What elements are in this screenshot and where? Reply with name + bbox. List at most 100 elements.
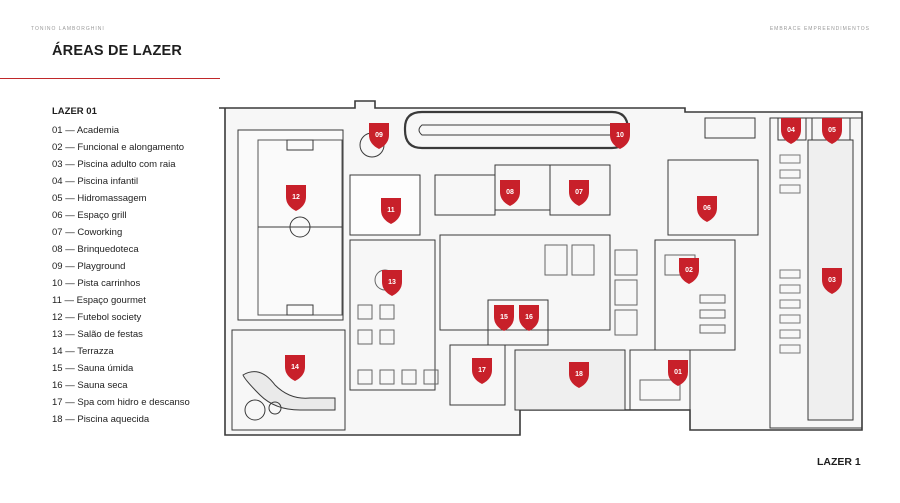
legend-item: 18 — Piscina aquecida <box>52 414 150 425</box>
marker-label: 01 <box>674 369 682 376</box>
legend-item: 05 — Hidromassagem <box>52 193 147 204</box>
page-title: ÁREAS DE LAZER <box>52 43 183 59</box>
legend-item: 03 — Piscina adulto com raia <box>52 159 176 170</box>
legend-item: 12 — Futebol society <box>52 312 142 323</box>
marker-15-icon[interactable]: 15 <box>494 305 514 331</box>
marker-label: 11 <box>387 207 395 214</box>
legend-item: 14 — Terrazza <box>52 346 114 357</box>
legend-item-label: Piscina adulto com raia <box>77 159 176 170</box>
legend-item-label: Salão de festas <box>77 329 143 340</box>
legend-item-label: Funcional e alongamento <box>77 142 185 153</box>
marker-label: 16 <box>525 314 533 321</box>
legend-item-label: Hidromassagem <box>77 193 147 204</box>
legend-item-number: 09 <box>52 261 63 272</box>
room-party <box>349 239 436 391</box>
legend-item-number: 08 <box>52 244 63 255</box>
marker-13-icon[interactable]: 13 <box>382 270 402 296</box>
legend-item-label: Coworking <box>77 227 123 238</box>
legend-item-number: 15 <box>52 363 63 374</box>
legend-item-number: 07 <box>52 227 63 238</box>
room-center <box>439 234 611 331</box>
marker-label: 05 <box>828 127 836 134</box>
room-grill <box>667 159 759 236</box>
marker-label: 09 <box>375 132 383 139</box>
legend-item: 16 — Sauna seca <box>52 380 128 391</box>
legend-item: 09 — Playground <box>52 261 126 272</box>
room-spa <box>449 344 506 406</box>
legend-item-number: 01 <box>52 125 63 136</box>
legend-item: 10 — Pista carrinhos <box>52 278 141 289</box>
marker-05-icon[interactable]: 05 <box>822 118 842 144</box>
room-gym-lower <box>629 349 691 411</box>
marker-09-icon[interactable]: 09 <box>369 123 389 149</box>
legend-item-label: Pista carrinhos <box>77 278 141 289</box>
title-underline <box>0 78 220 79</box>
marker-label: 08 <box>506 189 514 196</box>
marker-label: 10 <box>616 132 624 139</box>
room-coworking <box>549 164 611 216</box>
marker-14-icon[interactable]: 14 <box>285 355 305 381</box>
legend-title: LAZER 01 <box>52 106 97 117</box>
legend-item-number: 16 <box>52 380 63 391</box>
marker-03-icon[interactable]: 03 <box>822 268 842 294</box>
marker-06-icon[interactable]: 06 <box>697 196 717 222</box>
marker-08-icon[interactable]: 08 <box>500 180 520 206</box>
marker-label: 03 <box>828 277 836 284</box>
legend-item-number: 06 <box>52 210 63 221</box>
brand-header-right: EMBRACE EMPREENDIMENTOS <box>769 26 870 32</box>
marker-10-icon[interactable]: 10 <box>610 123 630 149</box>
legend-item: 13 — Salão de festas <box>52 329 143 340</box>
marker-label: 12 <box>292 194 300 201</box>
marker-11-icon[interactable]: 11 <box>381 198 401 224</box>
legend-item-label: Piscina aquecida <box>77 414 150 425</box>
legend-item-label: Futebol society <box>77 312 142 323</box>
marker-label: 15 <box>500 314 508 321</box>
marker-02-icon[interactable]: 02 <box>679 258 699 284</box>
room-sauna <box>487 299 549 346</box>
level-label: LAZER 1 <box>817 456 861 468</box>
room-gym <box>654 239 736 351</box>
legend-item-label: Terrazza <box>77 346 114 357</box>
legend-item-number: 18 <box>52 414 63 425</box>
legend-item-label: Sauna úmida <box>77 363 134 374</box>
legend-item-number: 13 <box>52 329 63 340</box>
marker-04-icon[interactable]: 04 <box>781 118 801 144</box>
legend-item-number: 14 <box>52 346 63 357</box>
legend-item-number: 03 <box>52 159 63 170</box>
legend-item-label: Sauna seca <box>77 380 128 391</box>
legend-item-number: 11 <box>52 295 62 306</box>
legend-item-label: Espaço gourmet <box>76 295 146 306</box>
legend-item-number: 05 <box>52 193 63 204</box>
marker-label: 17 <box>478 367 486 374</box>
marker-01-icon[interactable]: 01 <box>668 360 688 386</box>
marker-07-icon[interactable]: 07 <box>569 180 589 206</box>
legend-item: 06 — Espaço grill <box>52 210 127 221</box>
marker-17-icon[interactable]: 17 <box>472 358 492 384</box>
legend-item: 15 — Sauna úmida <box>52 363 134 374</box>
legend-item: 08 — Brinquedoteca <box>52 244 139 255</box>
marker-12-icon[interactable]: 12 <box>286 185 306 211</box>
legend-item: 04 — Piscina infantil <box>52 176 139 187</box>
marker-label: 07 <box>575 189 583 196</box>
legend-item-label: Piscina infantil <box>77 176 139 187</box>
legend-item-label: Espaço grill <box>77 210 127 221</box>
marker-16-icon[interactable]: 16 <box>519 305 539 331</box>
marker-label: 18 <box>575 371 583 378</box>
legend-item-number: 17 <box>52 397 63 408</box>
marker-label: 02 <box>685 267 693 274</box>
legend-item-number: 02 <box>52 142 63 153</box>
legend: LAZER 01 01 — Academia 02 — Funcional e … <box>52 106 190 428</box>
legend-item: 01 — Academia <box>52 125 120 136</box>
legend-item: 11 — Espaço gourmet <box>52 295 146 306</box>
marker-label: 13 <box>388 279 396 286</box>
room-heated-pool <box>514 349 626 411</box>
marker-18-icon[interactable]: 18 <box>569 362 589 388</box>
brand-header-left: TONINO LAMBORGHINI <box>31 26 105 32</box>
legend-item: 17 — Spa com hidro e descanso <box>52 397 190 408</box>
legend-list: 01 — Academia 02 — Funcional e alongamen… <box>52 122 190 428</box>
legend-item-label: Spa com hidro e descanso <box>77 397 190 408</box>
legend-item-label: Brinquedoteca <box>77 244 139 255</box>
legend-item-number: 12 <box>52 312 63 323</box>
legend-item-label: Academia <box>76 125 120 136</box>
